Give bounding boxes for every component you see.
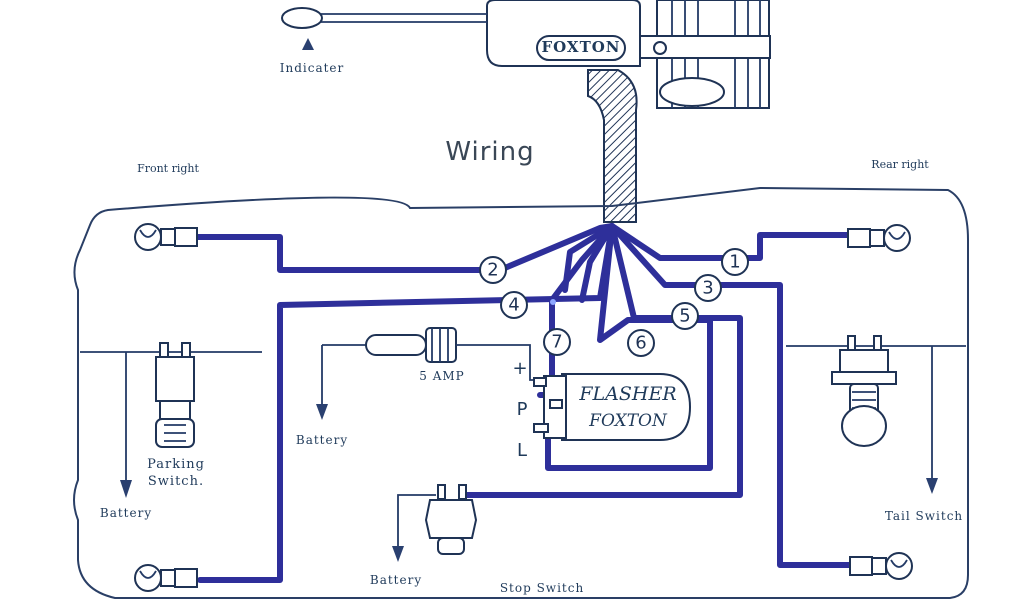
wire-1 [609, 223, 853, 261]
fuse-label: 5 AMP [419, 369, 464, 383]
wire-junction [550, 299, 556, 305]
wire-2 [195, 223, 615, 273]
battery-mid-arrow-icon [316, 404, 328, 420]
parking-switch-label-2: Switch. [148, 474, 204, 489]
wire-number-2: 2 [487, 260, 498, 281]
front-right-label: Front right [137, 162, 199, 175]
indicater-label: Indicater [280, 61, 345, 75]
fuse-5-amp [322, 327, 540, 381]
flasher-unit [533, 373, 692, 441]
stop-switch-label: Stop Switch [500, 581, 584, 595]
parking-switch-label-1: Parking [147, 457, 205, 472]
wire-fan-a [562, 223, 615, 293]
wire-harness [587, 69, 638, 223]
wire-5 [463, 223, 743, 498]
battery-left-label: Battery [100, 506, 152, 520]
battery-mid-label: Battery [296, 433, 348, 447]
diagram-title: Wiring [445, 137, 534, 167]
wire-number-5: 5 [679, 306, 690, 327]
rear-left-bulb [849, 552, 913, 580]
turn-signal-switch: FOXTON [281, 0, 641, 67]
tail-light-switch [831, 335, 897, 447]
wire-number-1: 1 [729, 252, 740, 273]
flasher-label-line2: FOXTON [588, 411, 668, 431]
flasher-p-terminal: P [517, 399, 528, 420]
wire-number-3: 3 [702, 278, 713, 299]
stop-switch [424, 484, 478, 555]
wire-number-circles: 1 2 3 4 5 6 7 [479, 248, 749, 357]
rear-right-label: Rear right [871, 158, 929, 171]
battery-left-arrow-icon [120, 480, 132, 498]
front-right-bulb [134, 223, 198, 251]
flasher-plus-terminal: + [512, 358, 527, 379]
switch-brand-label: FOXTON [541, 38, 620, 56]
wire-number-7: 7 [551, 332, 562, 353]
parking-switch [155, 342, 195, 448]
indicater-arrow-icon [302, 38, 314, 50]
wire-number-6: 6 [635, 333, 646, 354]
battery-bottom-arrow-icon [392, 546, 404, 562]
steering-column [639, 0, 771, 109]
flasher-label-line1: FLASHER [578, 383, 676, 405]
tail-switch-label: Tail Switch [885, 509, 963, 523]
rear-right-bulb [847, 224, 911, 252]
car-body-outline [73, 186, 969, 599]
tail-switch-arrow-icon [926, 478, 938, 494]
wire-fan-b [579, 223, 615, 303]
wire-number-4: 4 [508, 295, 519, 316]
wire-3 [609, 223, 853, 568]
flasher-l-terminal: L [517, 440, 527, 461]
battery-bottom-label: Battery [370, 573, 422, 587]
front-left-bulb [134, 564, 198, 592]
